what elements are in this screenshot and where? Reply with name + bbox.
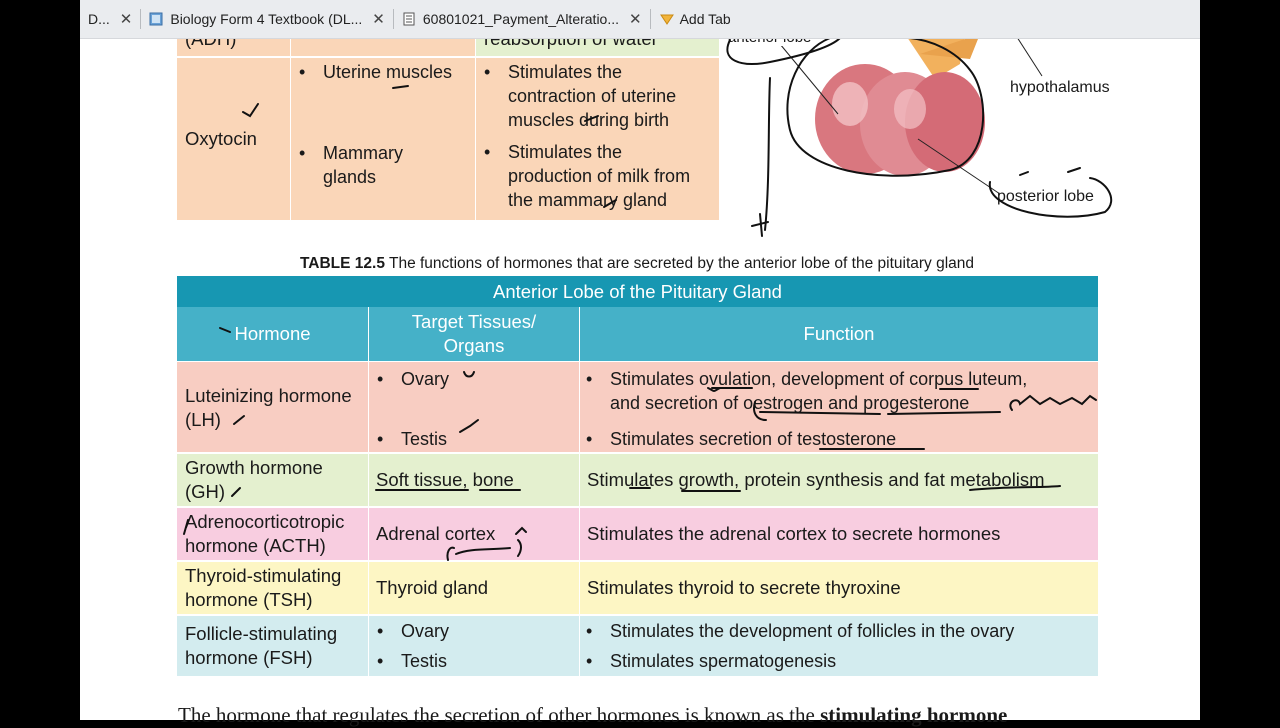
tab-separator [140,9,142,29]
close-icon[interactable]: ✕ [119,11,133,28]
book-icon [149,12,163,26]
table-caption: TABLE 12.5 The functions of hormones tha… [176,255,1098,273]
oxytocin-target-cell: •Uterine muscles •Mammary glands [291,58,475,220]
column-divider [368,307,369,676]
body-paragraph: The hormone that regulates the secretion… [178,703,1007,728]
table-row-tsh: Thyroid-stimulating hormone (TSH) Thyroi… [177,562,1098,614]
paragraph-text: The hormone that regulates the secretion… [178,703,821,727]
table-row-gh: Growth hormone (GH) Soft tissue, bone St… [177,454,1098,506]
hormone-cell: Growth hormone (GH) [185,457,323,502]
browser-tab-bar: D... ✕ Biology Form 4 Textbook (DL... ✕ … [80,0,1200,39]
function-cell: Stimulates growth, protein synthesis and… [587,469,1045,490]
oxytocin-label: Oxytocin [185,128,257,149]
hormone-cell: Follicle-stimulating hormone (FSH) [185,623,338,668]
add-tab-button[interactable]: Add Tab [651,0,739,38]
hypothalamus-label: hypothalamus [1010,79,1110,96]
tab-separator [392,9,394,29]
tab-first[interactable]: D... ✕ [80,0,140,38]
target-cell: •Ovary •Testis [377,369,450,449]
tab-label: Biology Form 4 Textbook (DL... [170,11,363,27]
target-cell: •Ovary •Testis [377,621,450,671]
close-icon[interactable]: ✕ [372,11,385,28]
oxytocin-hormone-cell: Oxytocin [177,58,290,220]
hormone-cell: Luteinizing hormone (LH) [185,385,352,430]
paragraph-bold-term: stimulating hormone [820,703,1008,727]
tab-biology-textbook[interactable]: Biology Form 4 Textbook (DL... ✕ [141,0,393,38]
pituitary-gland-illustration [779,33,1043,195]
target-cell: Thyroid gland [376,577,489,598]
table-row-acth: Adrenocorticotropic hormone (ACTH) Adren… [177,508,1098,560]
tab-separator [649,9,651,29]
adh-target-cell [291,34,475,56]
pituitary-diagram: anterior lobe hypothalamus posterior lob… [720,29,1120,244]
document-icon [402,12,416,26]
tab-label: 60801021_Payment_Alteratio... [422,11,620,27]
tab-label: D... [88,11,110,27]
add-tab-icon [659,12,674,26]
target-cell: Soft tissue, bone [376,469,514,490]
function-cell: •Stimulates ovulation, development of co… [586,369,1028,449]
function-cell: •Stimulates the development of follicles… [586,621,1015,671]
header-target-tissues: Target Tissues/ Organs [369,307,579,361]
target-cell: Adrenal cortex [376,523,496,544]
caption-number: TABLE 12.5 [299,255,385,272]
table-title: Anterior Lobe of the Pituitary Gland [177,276,1098,307]
table-row-fsh: Follicle-stimulating hormone (FSH) •Ovar… [177,616,1098,676]
header-function: Function [580,307,1098,361]
function-cell: Stimulates thyroid to secrete thyroxine [587,577,901,598]
close-icon[interactable]: ✕ [629,11,642,28]
column-divider [579,307,580,676]
posterior-lobe-label: posterior lobe [997,188,1094,205]
table-row-lh: Luteinizing hormone (LH) •Ovary •Testis … [177,362,1098,452]
oxytocin-function-cell: •Stimulates the contraction of uterine m… [476,58,719,220]
hormone-cell: Thyroid-stimulating hormone (TSH) [185,565,342,610]
caption-text: The functions of hormones that are secre… [384,255,975,272]
hormone-cell: Adrenocorticotropic hormone (ACTH) [185,511,345,556]
function-cell: Stimulates the adrenal cortex to secrete… [587,523,1001,544]
tab-label: Add Tab [679,11,731,27]
tab-payment-alteration[interactable]: 60801021_Payment_Alteratio... ✕ [394,0,650,38]
header-hormone: Hormone [177,307,368,361]
